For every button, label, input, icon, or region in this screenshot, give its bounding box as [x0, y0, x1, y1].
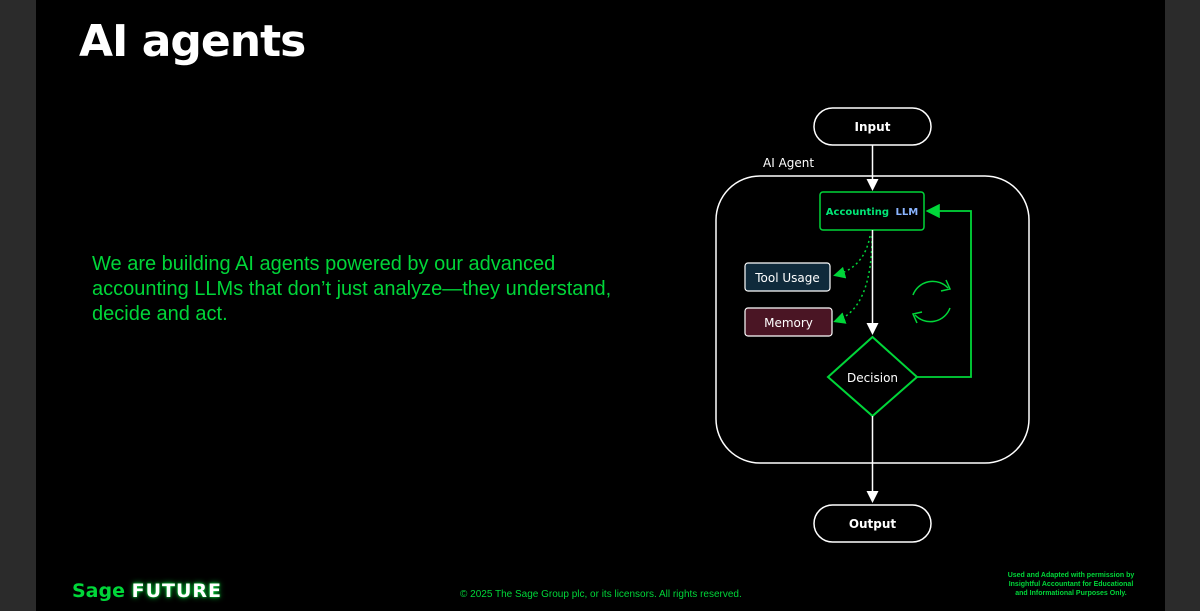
permission-line: Used and Adapted with permission by	[1007, 572, 1135, 579]
input-node: Input	[813, 107, 932, 146]
input-label: Input	[855, 120, 891, 134]
arrow-feedback-loop	[917, 203, 972, 378]
accounting-llm-node: Accounting LLM	[819, 191, 925, 231]
tool-usage-node: Tool Usage	[744, 262, 831, 292]
decision-label: Decision	[847, 371, 898, 385]
memory-node: Memory	[744, 307, 833, 337]
ai-agent-diagram: Input AI Agent Accounting LLM Tool Usage	[715, 107, 1030, 543]
llm-label-llm: LLM	[895, 207, 918, 218]
ai-agent-label: AI Agent	[763, 156, 814, 170]
permission-line: and Informational Purposes Only.	[1015, 590, 1127, 597]
arrow-llm-to-tool	[833, 235, 871, 279]
loop-icon	[911, 279, 952, 324]
output-node: Output	[813, 504, 932, 543]
brand-future: FUTURE	[131, 580, 223, 602]
svg-text:Accounting LLM: Accounting LLM	[826, 207, 918, 218]
llm-label-accounting: Accounting	[826, 207, 889, 218]
arrow-llm-to-memory	[833, 235, 873, 324]
decision-node: Decision	[826, 335, 919, 418]
brand-sage: Sage	[72, 580, 125, 602]
sage-future-logo: Sage FUTURE	[72, 580, 222, 602]
permission-notice: Used and Adapted with permission by Insi…	[986, 571, 1156, 598]
permission-line: Insightful Accountant for Educational	[1008, 581, 1134, 588]
slide: AI agents We are building AI agents powe…	[36, 0, 1165, 611]
tool-usage-label: Tool Usage	[754, 271, 820, 285]
output-label: Output	[849, 517, 897, 531]
memory-label: Memory	[764, 316, 813, 330]
copyright-text: © 2025 The Sage Group plc, or its licens…	[460, 589, 742, 600]
slide-title: AI agents	[79, 16, 306, 67]
slide-body-text: We are building AI agents powered by our…	[92, 253, 612, 325]
